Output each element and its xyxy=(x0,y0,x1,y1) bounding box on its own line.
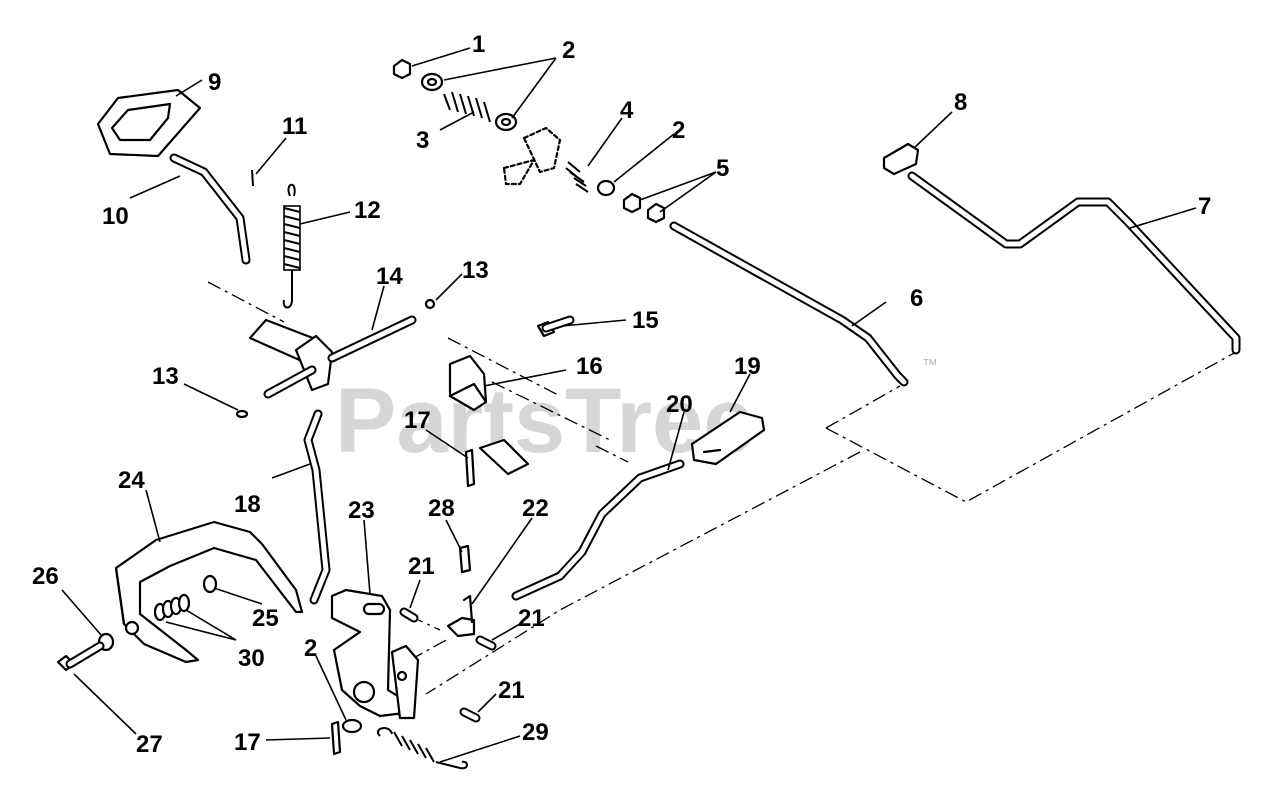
cross-shaft xyxy=(235,298,436,419)
callout-29: 29 xyxy=(522,719,549,746)
spring-washers xyxy=(153,574,218,622)
callout-5: 5 xyxy=(716,155,729,182)
callout-7: 7 xyxy=(1198,193,1211,220)
link-rod-18 xyxy=(303,409,331,605)
callout-3: 3 xyxy=(416,127,429,154)
callout-20: 20 xyxy=(666,391,693,418)
callout-13-right: 13 xyxy=(462,257,489,284)
watermark-trademark: ™ xyxy=(922,357,938,374)
bracket-16 xyxy=(448,354,530,476)
callout-12: 12 xyxy=(354,197,381,224)
callout-27: 27 xyxy=(136,731,163,758)
callout-25: 25 xyxy=(252,605,279,632)
ferrule-8 xyxy=(882,142,920,176)
return-spring xyxy=(377,727,468,770)
callout-14: 14 xyxy=(376,263,403,290)
callout-labels: 1 2 3 4 2 5 6 7 8 9 10 11 12 13 13 14 15… xyxy=(32,31,1211,758)
callout-19: 19 xyxy=(734,353,761,380)
callout-2-middle: 2 xyxy=(672,117,685,144)
bolt-15 xyxy=(536,315,575,338)
pin-11 xyxy=(251,169,254,187)
callout-15: 15 xyxy=(632,307,659,334)
assembly-lines xyxy=(207,281,1237,695)
brake-pedal-arm xyxy=(169,153,251,265)
callout-8: 8 xyxy=(954,89,967,116)
extension-spring xyxy=(282,183,301,309)
callout-30: 30 xyxy=(238,645,265,672)
brake-bracket xyxy=(114,520,304,664)
callout-17-upper: 17 xyxy=(404,407,431,434)
callout-9: 9 xyxy=(208,69,221,96)
cotter-pin-lower xyxy=(330,720,342,756)
callout-28: 28 xyxy=(428,495,455,522)
callout-21-lower: 21 xyxy=(498,677,525,704)
washer-lower xyxy=(341,718,363,734)
lower-nut-spring-set xyxy=(565,161,666,224)
callout-4: 4 xyxy=(620,97,634,124)
bolt-and-washer xyxy=(56,632,115,672)
clip-and-key xyxy=(446,544,476,638)
callout-1: 1 xyxy=(472,31,485,58)
callout-24: 24 xyxy=(118,467,145,494)
upper-nut-spring-set xyxy=(392,58,562,186)
brake-pedal-pad xyxy=(96,88,202,158)
cotter-pin-upper xyxy=(464,448,476,488)
callout-2-upper: 2 xyxy=(562,37,575,64)
callout-21-upper: 21 xyxy=(408,553,435,580)
callout-18: 18 xyxy=(234,491,261,518)
callout-2-lower: 2 xyxy=(304,635,317,662)
brake-lever-plate xyxy=(330,588,420,720)
control-rod-7 xyxy=(907,171,1241,355)
watermark-brand: PartsTree xyxy=(335,370,754,472)
callout-16: 16 xyxy=(576,353,603,380)
handle-grip xyxy=(690,410,766,466)
callout-11: 11 xyxy=(282,113,307,140)
lever-rod xyxy=(511,459,685,601)
leader-lines xyxy=(61,47,1197,763)
callout-10: 10 xyxy=(102,203,129,230)
callout-17-lower: 17 xyxy=(234,729,261,756)
roll-pins xyxy=(399,607,497,723)
control-rod-6 xyxy=(669,221,909,387)
callout-6: 6 xyxy=(910,285,923,312)
callout-23: 23 xyxy=(348,497,375,524)
callout-21-middle: 21 xyxy=(518,605,545,632)
callout-22: 22 xyxy=(522,495,549,522)
callout-26: 26 xyxy=(32,563,59,590)
callout-13-left: 13 xyxy=(152,363,179,390)
